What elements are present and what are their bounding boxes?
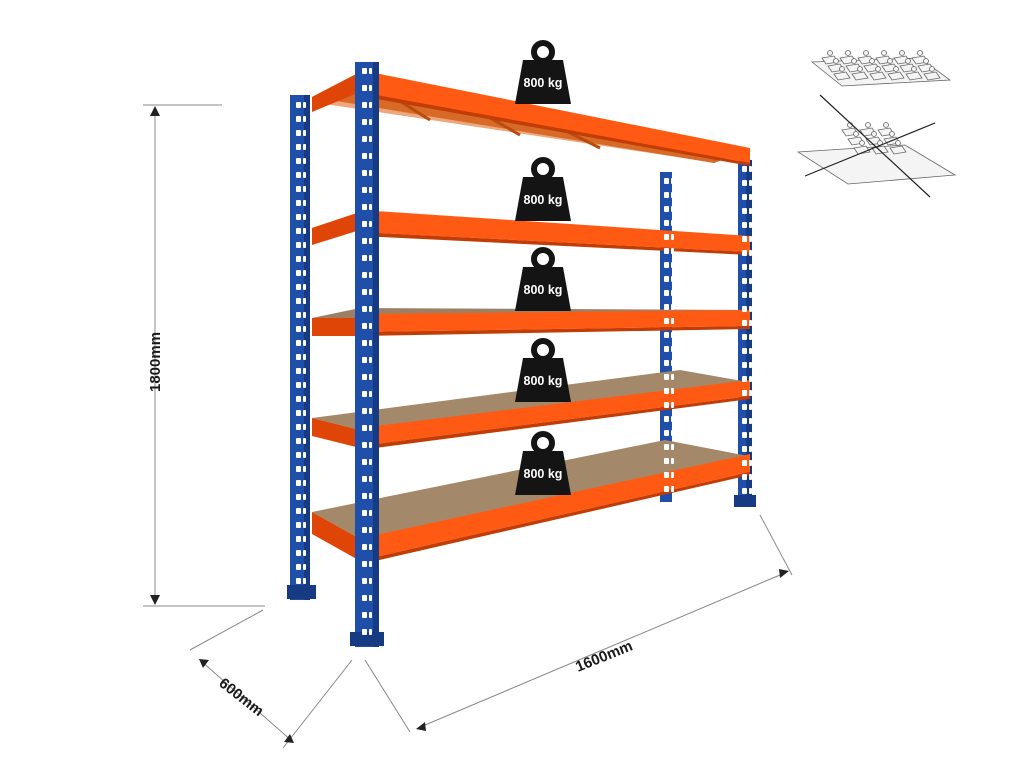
weight-icon: 800 kg — [515, 40, 571, 104]
weight-icon: 800 kg — [515, 157, 571, 221]
upright-front-left — [350, 62, 384, 647]
shelf-load-label: 800 kg — [524, 467, 563, 481]
shelf-level-2 — [312, 210, 750, 255]
evenly-distributed-load-icon — [810, 50, 952, 87]
shelf-level-1 — [312, 70, 750, 166]
dimension-width-label: 1600mm — [573, 637, 635, 675]
shelf-load-label: 800 kg — [524, 374, 563, 388]
shelf-load-label: 800 kg — [524, 76, 563, 90]
point-load-crossed-icon — [796, 94, 957, 198]
weight-icon: 800 kg — [515, 431, 571, 495]
shelf-level-3 — [312, 308, 750, 336]
weight-icon: 800 kg — [515, 247, 571, 311]
dimension-lines — [143, 104, 793, 749]
shelf-load-label: 800 kg — [524, 283, 563, 297]
dimension-depth-label: 600mm — [216, 675, 267, 720]
dimension-arrowheads — [150, 106, 789, 743]
dimension-height-label: 1800mm — [147, 332, 164, 392]
shelf-load-label: 800 kg — [524, 193, 563, 207]
upright-slot-holes — [296, 68, 752, 635]
shelf-load-weights: 800 kg 800 kg 800 kg 800 kg 800 kg — [515, 40, 571, 495]
weight-icon: 800 kg — [515, 338, 571, 402]
upright-back-left — [287, 95, 316, 600]
